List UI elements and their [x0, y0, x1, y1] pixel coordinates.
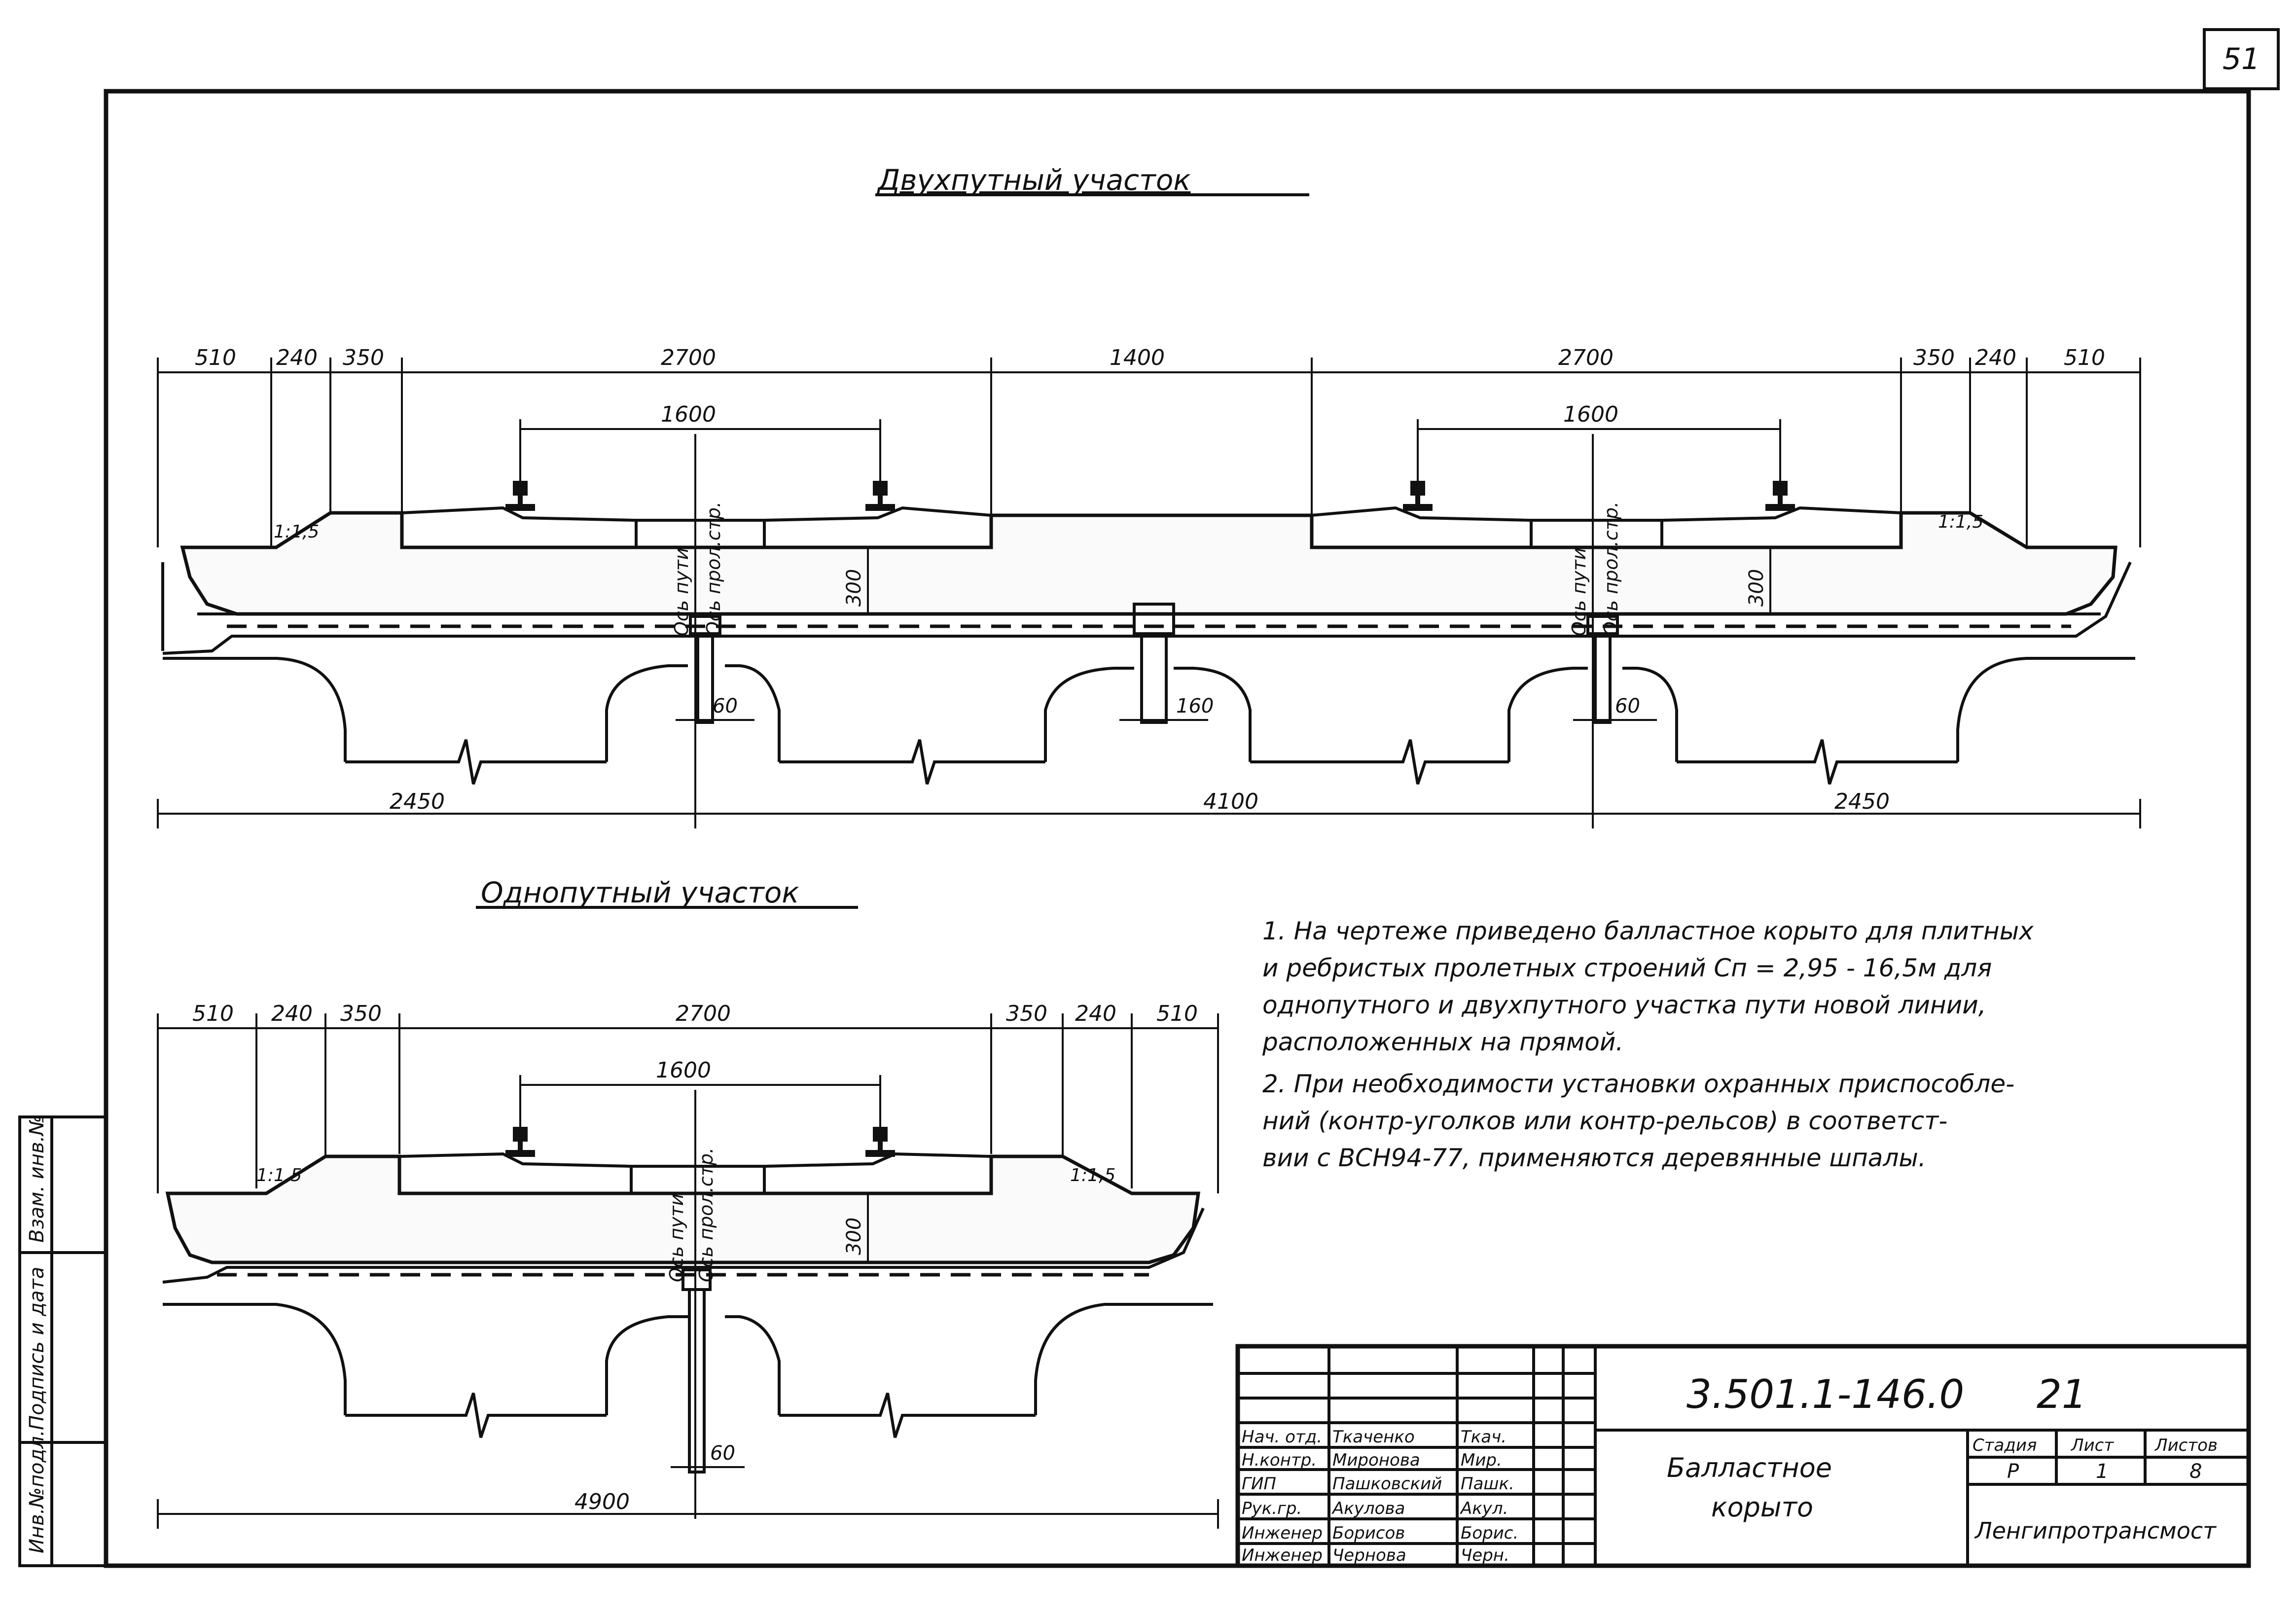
dt-slope-left: 1:1,5	[274, 522, 319, 542]
tb-sign-4: Акул.	[1460, 1499, 1508, 1518]
tb-sign-2: Мир.	[1461, 1450, 1502, 1470]
st-dim-510-left: 510	[192, 1001, 234, 1026]
stamp-replace-label: Взам. инв.№	[26, 1115, 48, 1243]
st-axis-span: Ось прол.стр.	[695, 1148, 717, 1282]
tb-sign-5: Борис.	[1461, 1523, 1518, 1543]
dt-dim-1400: 1400	[1110, 345, 1165, 370]
tb-name-4: Акулова	[1331, 1499, 1405, 1518]
tb-designation: 3.501.1-146.0	[1686, 1371, 1964, 1417]
dt-axis-track-left: Ось пути	[671, 548, 692, 636]
st-joint: 60	[710, 1442, 735, 1465]
tb-stage: Р	[2007, 1460, 2019, 1483]
tb-sign-1: Ткач.	[1461, 1427, 1507, 1447]
dt-joint-left: 60	[713, 695, 738, 718]
sheet-number-box	[2203, 28, 2280, 90]
dt-dim-510-left: 510	[195, 345, 236, 370]
tb-role-6: Инженер	[1242, 1545, 1323, 1565]
note-line-1: 1. На чертеже приведено балластное корыт…	[1262, 917, 2034, 945]
dt-dim-510-right: 510	[2064, 345, 2105, 370]
dt-gauge-right: 1600	[1563, 402, 1618, 427]
note-line-3: однопутного и двухпутного участка пути н…	[1262, 991, 1986, 1019]
st-dim-2700: 2700	[676, 1001, 731, 1026]
dt-axis-track-right: Ось пути	[1568, 548, 1590, 636]
dt-dim-240-right: 240	[1975, 345, 2016, 370]
dt-dim-2700-left: 2700	[661, 345, 716, 370]
tb-sign-6: Черн.	[1461, 1545, 1509, 1565]
tb-sheet-header: Лист	[2070, 1436, 2114, 1455]
tb-sheet-ref: 21	[2037, 1371, 2087, 1417]
note-line-5: 2. При необходимости установки охранных …	[1262, 1070, 2014, 1098]
dt-depth-right: 300	[1745, 569, 1768, 607]
tb-doc-title-2: корыто	[1711, 1492, 1813, 1523]
single-track-section: Однопутный участок 510 240 350 2700 350 …	[157, 876, 1219, 1529]
tb-organization: Ленгипротрансмост	[1974, 1517, 2217, 1544]
dt-dim-240-left: 240	[276, 345, 318, 370]
dt-bottom-2450-left: 2450	[390, 789, 445, 814]
stamp-inv-label: Инв.№подл.	[26, 1430, 48, 1553]
st-slope-right: 1:1,5	[1070, 1165, 1115, 1186]
tb-role-1: Нач. отд.	[1242, 1427, 1322, 1447]
title-block: Нач. отд. Ткаченко Ткач. Н.контр. Мироно…	[1235, 1344, 2251, 1568]
st-dim-350-right: 350	[1006, 1001, 1047, 1026]
dt-depth-left: 300	[843, 569, 865, 607]
sheet-number: 51	[2223, 42, 2260, 76]
st-dim-350-left: 350	[340, 1001, 382, 1026]
tb-role-2: Н.контр.	[1242, 1450, 1317, 1470]
dt-joint-center: 160	[1176, 695, 1214, 718]
tb-name-1: Ткаченко	[1332, 1427, 1415, 1447]
st-bottom-4900: 4900	[574, 1489, 630, 1514]
dt-dim-2700-right: 2700	[1558, 345, 1614, 370]
dt-bottom-4100: 4100	[1203, 789, 1258, 814]
stamp-sign-label: Подпись и дата	[26, 1267, 48, 1430]
side-stamp: Инв.№подл. Подпись и дата Взам. инв.№	[18, 1115, 108, 1567]
single-track-title: Однопутный участок	[481, 876, 799, 909]
double-track-title: Двухпутный участок	[876, 163, 1190, 197]
st-dim-510-right: 510	[1156, 1001, 1198, 1026]
dt-dim-350-right: 350	[1913, 345, 1955, 370]
tb-doc-title-1: Балластное	[1667, 1452, 1832, 1483]
tb-name-3: Пашковский	[1332, 1474, 1442, 1494]
dt-slope-right: 1:1,5	[1938, 512, 1983, 532]
tb-name-5: Борисов	[1332, 1523, 1405, 1543]
tb-role-5: Инженер	[1242, 1523, 1323, 1543]
st-dim-240-right: 240	[1075, 1001, 1116, 1026]
tb-sheets-header: Листов	[2154, 1436, 2218, 1455]
st-dim-240-left: 240	[271, 1001, 313, 1026]
tb-stage-header: Стадия	[1973, 1436, 2037, 1455]
dt-dim-350-left: 350	[343, 345, 384, 370]
tb-name-2: Миронова	[1332, 1450, 1420, 1470]
dt-joint-right: 60	[1615, 695, 1640, 718]
sheet-frame	[104, 89, 2251, 1568]
st-slope-left: 1:1,5	[256, 1165, 302, 1186]
double-track-section: Двухпутный участок 510 240 350 2700 1400…	[157, 163, 2141, 828]
st-depth: 300	[843, 1218, 865, 1255]
notes: 1. На чертеже приведено балластное корыт…	[1262, 917, 2034, 1172]
tb-sheet: 1	[2096, 1460, 2108, 1483]
dt-gauge-left: 1600	[661, 402, 716, 427]
dt-bottom-2450-right: 2450	[1834, 789, 1890, 814]
tb-role-4: Рук.гр.	[1242, 1499, 1302, 1518]
note-line-7: вии с ВСН94-77, применяются деревянные ш…	[1262, 1144, 1926, 1172]
tb-name-6: Чернова	[1332, 1545, 1406, 1565]
st-gauge: 1600	[656, 1058, 711, 1083]
tb-sign-3: Пашк.	[1461, 1474, 1514, 1494]
note-line-6: ний (контр-уголков или контр-рельсов) в …	[1262, 1107, 1947, 1135]
note-line-4: расположенных на прямой.	[1262, 1028, 1623, 1056]
tb-role-3: ГИП	[1242, 1474, 1276, 1494]
note-line-2: и ребристых пролетных строений Cп = 2,95…	[1262, 954, 1992, 982]
tb-sheets: 8	[2189, 1460, 2202, 1483]
